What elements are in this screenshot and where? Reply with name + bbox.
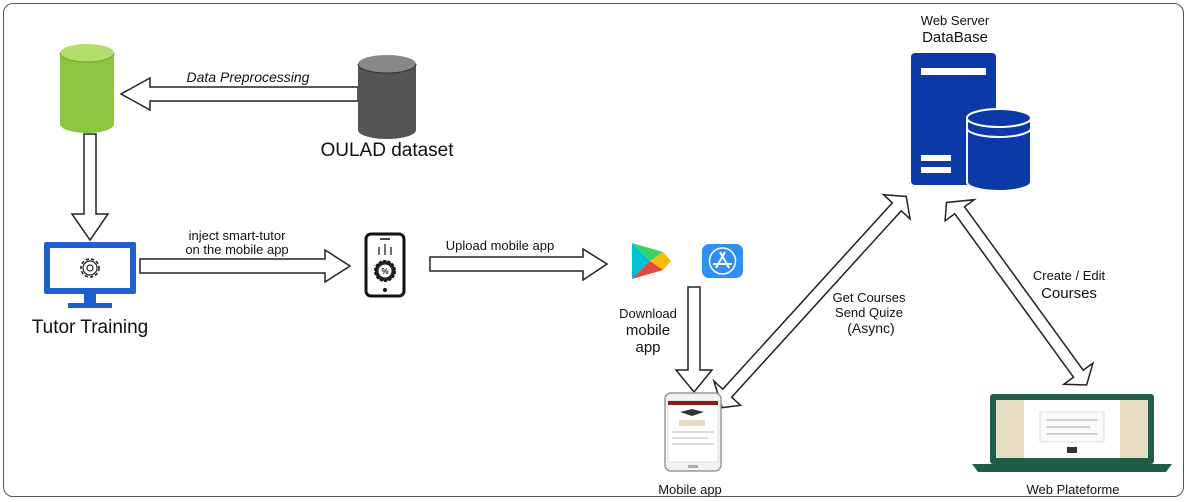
download-label-line3: app <box>635 339 660 356</box>
arrow-courses-quiz <box>712 193 912 409</box>
inject-label-line2: on the mobile app <box>185 242 288 257</box>
server-database-icon <box>966 108 1032 192</box>
percent-badge: % <box>381 267 388 276</box>
arrow-inject <box>139 248 352 284</box>
courses-label: Courses <box>1041 285 1097 302</box>
arrow-db-to-training <box>70 133 110 242</box>
app-store-icon <box>702 244 743 278</box>
phone-settings-icon: % <box>364 232 406 298</box>
gear-icon <box>80 258 100 278</box>
arrow-upload <box>429 247 609 282</box>
download-label-line2: mobile <box>626 322 670 339</box>
arrow-preprocessing <box>119 76 359 112</box>
inject-label-line1: inject smart-tutor <box>189 228 286 243</box>
diagram-frame <box>3 3 1184 497</box>
web-server-label: Web Server <box>921 13 990 28</box>
oulad-dataset-label: OULAD dataset <box>320 140 454 161</box>
web-platform-laptop-icon <box>972 394 1172 472</box>
arrow-create-edit <box>944 198 1095 386</box>
data-preprocessing-label: Data Preprocessing <box>187 69 310 85</box>
download-label-line1: Download <box>619 306 677 321</box>
web-plateforme-label: Web Plateforme <box>1027 482 1120 497</box>
monitor-gear-icon <box>44 242 136 308</box>
processed-database-icon <box>59 44 115 133</box>
tutor-training-label: Tutor Training <box>32 317 149 338</box>
database-label: DataBase <box>922 29 988 46</box>
async-label: (Async) <box>847 320 894 336</box>
arrow-download <box>674 286 714 394</box>
oulad-database-icon <box>357 55 417 139</box>
mobile-app-label: Mobile app <box>658 482 722 497</box>
send-quize-label: Send Quize <box>835 305 903 320</box>
get-courses-label: Get Courses <box>833 290 906 305</box>
upload-label: Upload mobile app <box>446 238 554 253</box>
google-play-icon <box>632 243 671 279</box>
create-edit-label: Create / Edit <box>1033 268 1106 283</box>
mobile-app-phone-icon <box>664 392 722 472</box>
